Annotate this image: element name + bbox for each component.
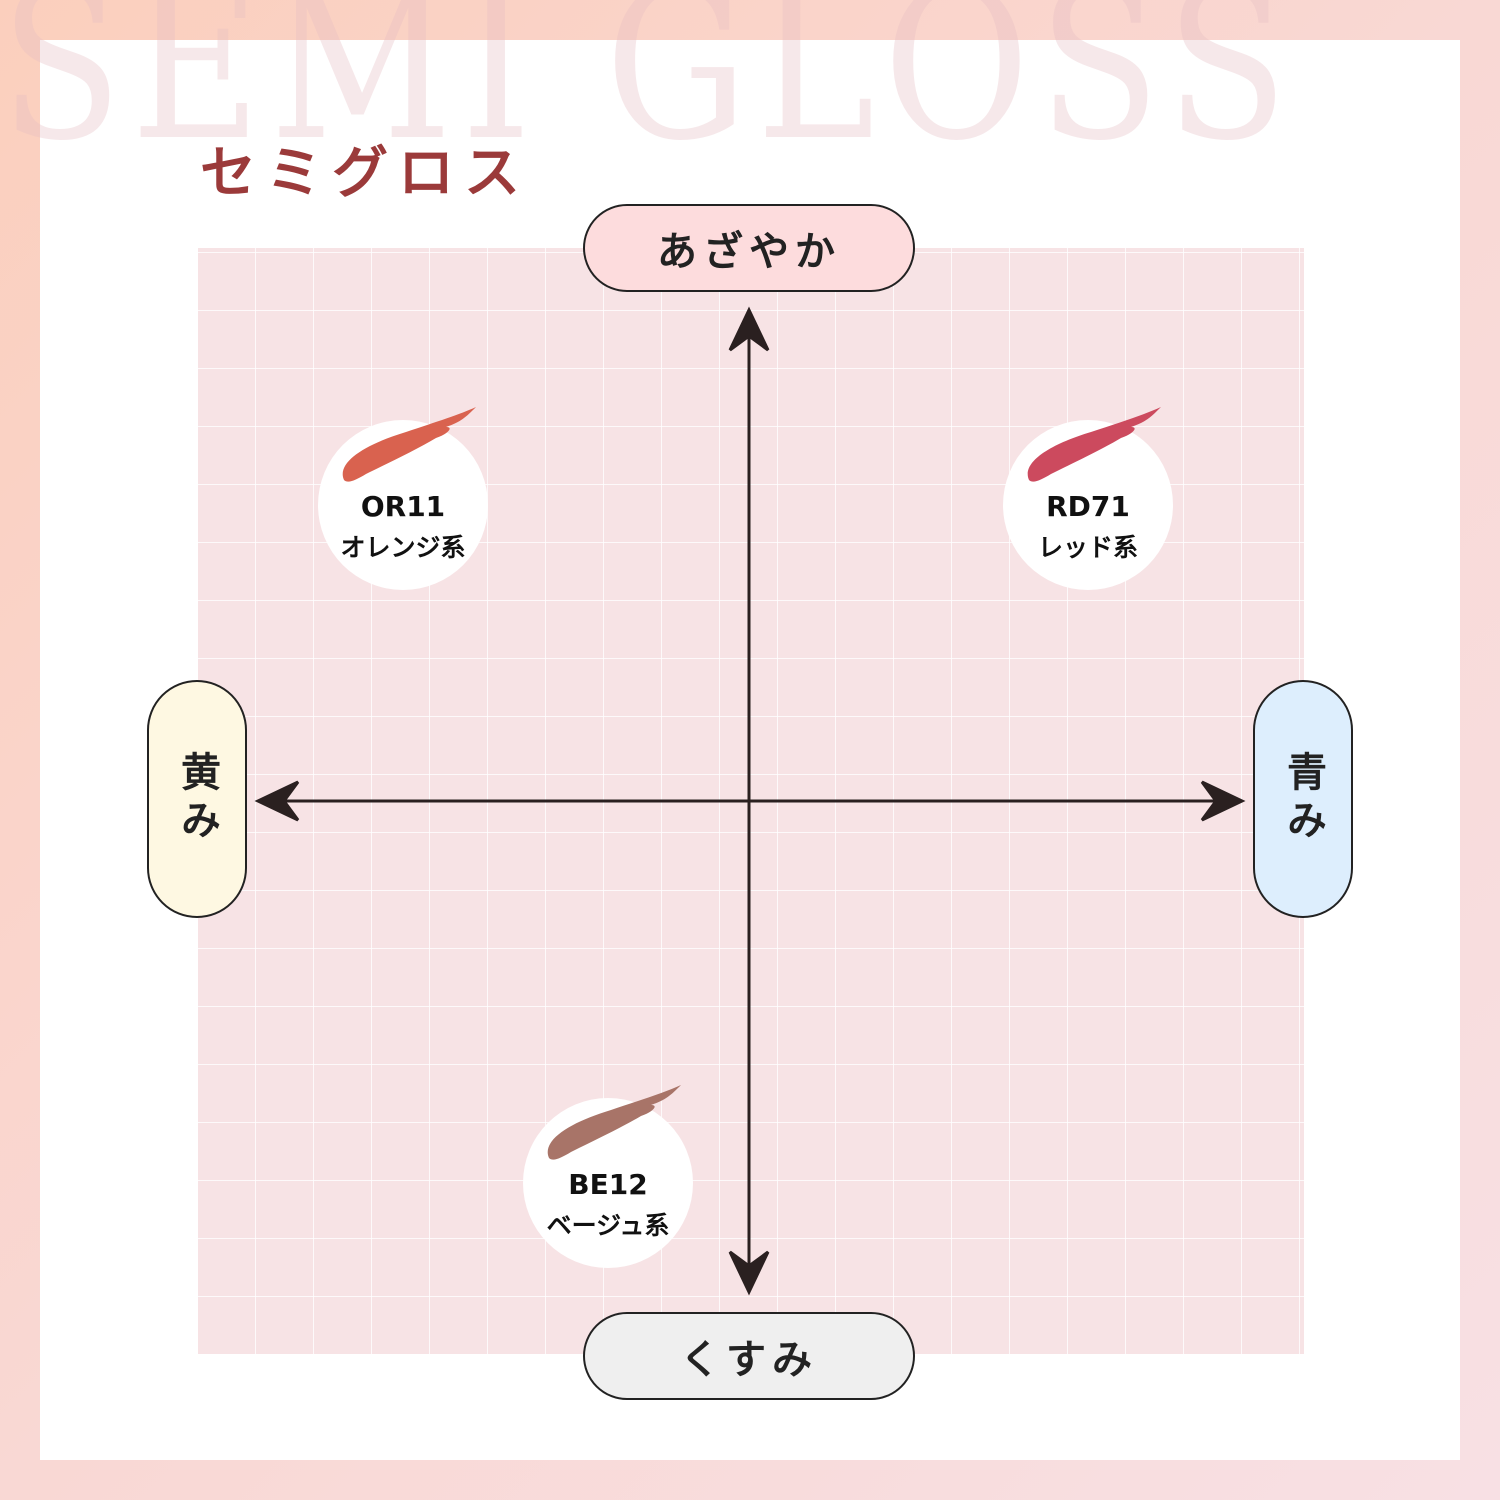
lipstick-swatch-icon bbox=[1027, 407, 1161, 482]
axis-label-dull: くすみ bbox=[583, 1312, 915, 1400]
page-title: セミグロス bbox=[200, 140, 530, 206]
shade-family: ベージュ系 bbox=[546, 1211, 670, 1240]
arrow-down-icon bbox=[728, 1250, 770, 1296]
shade-family: レッド系 bbox=[1037, 533, 1138, 562]
shade-code: OR11 bbox=[360, 490, 446, 523]
shade-item-or11: OR11 オレンジ系 bbox=[318, 407, 488, 590]
shade-item-be12: BE12 ベージュ系 bbox=[523, 1085, 693, 1268]
lipstick-swatch-icon bbox=[547, 1085, 681, 1160]
lipstick-swatch-icon bbox=[342, 407, 476, 482]
shade-item-rd71: RD71 レッド系 bbox=[1003, 407, 1173, 590]
axis-label-bluish: 青み bbox=[1253, 680, 1353, 918]
arrow-right-icon bbox=[1200, 780, 1246, 822]
shade-code: BE12 bbox=[568, 1168, 648, 1201]
shade-code: RD71 bbox=[1046, 490, 1130, 523]
shade-family: オレンジ系 bbox=[340, 533, 466, 562]
axis-label-vivid: あざやか bbox=[583, 204, 915, 292]
watermark-text: SEMI GLOSS bbox=[0, 0, 1297, 187]
arrow-up-icon bbox=[728, 306, 770, 352]
arrow-left-icon bbox=[254, 780, 300, 822]
axis-label-yellowish: 黄み bbox=[147, 680, 247, 918]
